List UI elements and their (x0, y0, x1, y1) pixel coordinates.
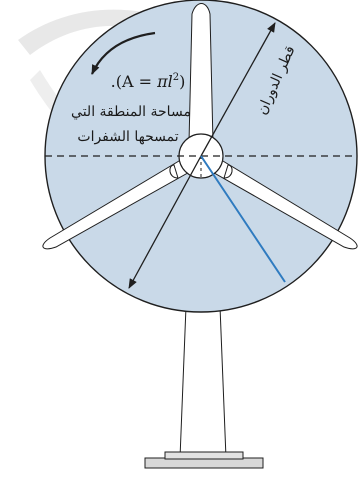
diameter-arrow (128, 22, 276, 289)
blade-lower-right (208, 154, 358, 250)
radius-line (200, 155, 286, 283)
area-label-line1: مساحة المنطقة التي (71, 104, 191, 120)
blades (42, 3, 358, 250)
tower-base (144, 451, 264, 469)
blade-lower-left (42, 154, 194, 250)
rotation-arrow (91, 31, 156, 75)
area-label-line2: تمسحها الشفرات (77, 129, 178, 145)
area-formula: .(A = πl2) (111, 72, 186, 91)
blade-top (188, 3, 214, 144)
